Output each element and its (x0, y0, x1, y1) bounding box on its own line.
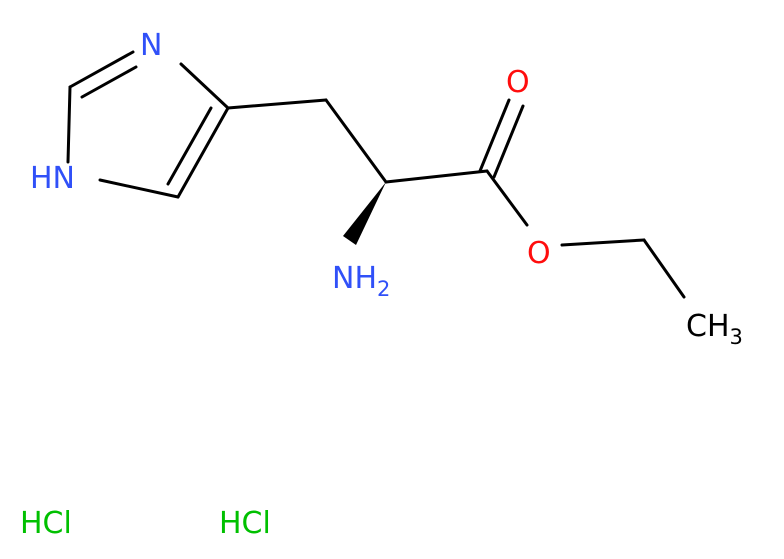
bond-n1-c2 (66, 85, 72, 164)
bond-c2-n3-double (80, 65, 138, 99)
bond-ch2-ch3 (642, 238, 686, 299)
salt-hcl-2: HCl (219, 506, 271, 541)
bond-carbonyl-double-1 (478, 98, 511, 173)
atom-amine-subscript: 2 (377, 277, 390, 301)
atom-o-carbonyl: O (506, 65, 530, 100)
stereo-wedge-bond (343, 182, 386, 245)
atom-methyl: CH3 (686, 309, 743, 349)
bond-calpha-ccarbonyl (384, 169, 489, 184)
atom-amine-label: NH (332, 261, 377, 296)
atom-methyl-subscript: 3 (730, 325, 743, 349)
side-chain (226, 98, 686, 299)
bond-cbeta-calpha (324, 98, 388, 184)
bond-ccarbonyl-oester (485, 169, 529, 227)
atom-methyl-label: CH (686, 309, 730, 344)
atom-o-ester: O (527, 236, 551, 271)
bond-c5-n1 (98, 178, 180, 199)
atom-amine: NH2 (332, 261, 390, 301)
bond-c4-cbeta (226, 98, 328, 110)
atom-n-imine: N (140, 28, 162, 63)
bond-n3-c4 (179, 62, 230, 110)
bond-c4-c5 (176, 106, 230, 199)
bond-c2-n3 (68, 50, 135, 89)
atom-nh-ring: HN (30, 161, 75, 196)
bond-c4-c5-double (166, 106, 213, 186)
imidazole-ring (66, 50, 230, 199)
salt-hcl-1: HCl (20, 506, 72, 541)
bond-carbonyl-double-2 (492, 104, 525, 179)
bond-oester-ch2 (560, 238, 646, 247)
